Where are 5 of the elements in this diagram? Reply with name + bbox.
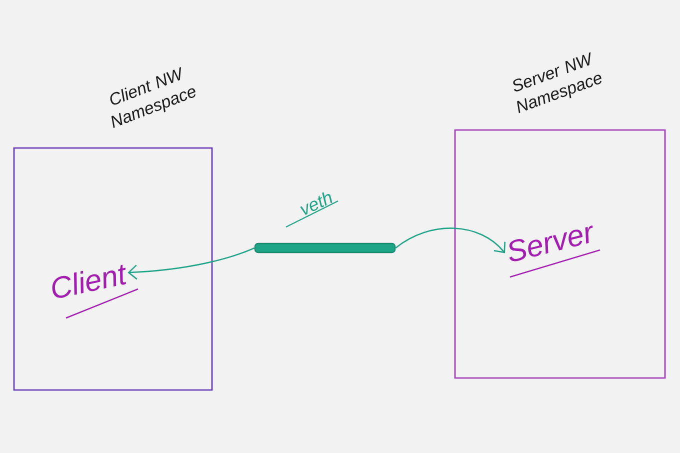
cable-label: veth [300,192,332,215]
handwritten-label: Client [52,264,126,298]
arrow [395,228,506,254]
arrow [128,247,255,280]
handwritten-label: Server [509,226,593,262]
